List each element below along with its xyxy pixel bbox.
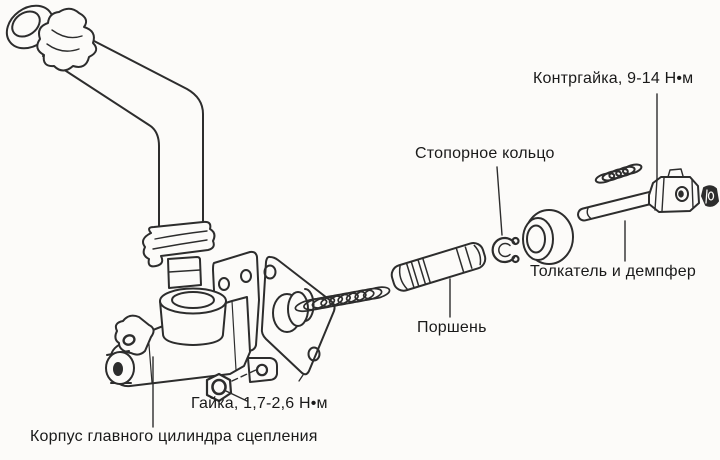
outlet-hole-upper [122,334,136,346]
clevis-hole [675,186,689,202]
callout-snap-ring: Стопорное кольцо [415,145,555,162]
reservoir-port-connector [167,256,202,289]
callout-pushrod-damper: Толкатель и демпфер [530,263,696,280]
body-flange-hole-right [240,269,252,283]
locknut-spring [594,163,643,184]
cylinder-bore-boss [272,288,315,333]
clevis-fork [648,168,700,213]
callout-nut-torque: Гайка, 1,7-2,6 Н•м [191,395,328,412]
outlet-bosses [105,314,155,385]
leader-snap-ring [496,166,503,236]
callout-cylinder-body: Корпус главного цилиндра сцепления [30,428,318,445]
damper-ring [522,209,574,265]
body-lug [247,357,278,383]
outlet-hole-lower [113,362,123,376]
callout-locknut-torque: Контргайка, 9-14 Н•м [533,70,694,87]
return-spring [294,286,391,313]
reservoir-port-boss [159,287,227,346]
callout-piston: Поршень [417,319,487,336]
body-lug-hole [255,363,269,377]
piston [390,242,487,292]
clevis-nut [701,185,719,207]
leader-nut [225,390,248,402]
flange-bolt-hole-bottom [307,346,321,362]
pushrod [577,168,719,222]
hose-clamp-upper [36,7,98,72]
body-flange-hole-left [218,277,230,291]
leader-nut-to-flange [231,368,259,382]
leader-lines [152,93,658,428]
flange-bolt-hole-top [263,264,277,280]
supply-hose [5,4,204,234]
hose-clamp-lower [142,220,216,289]
snap-ring [491,236,520,264]
